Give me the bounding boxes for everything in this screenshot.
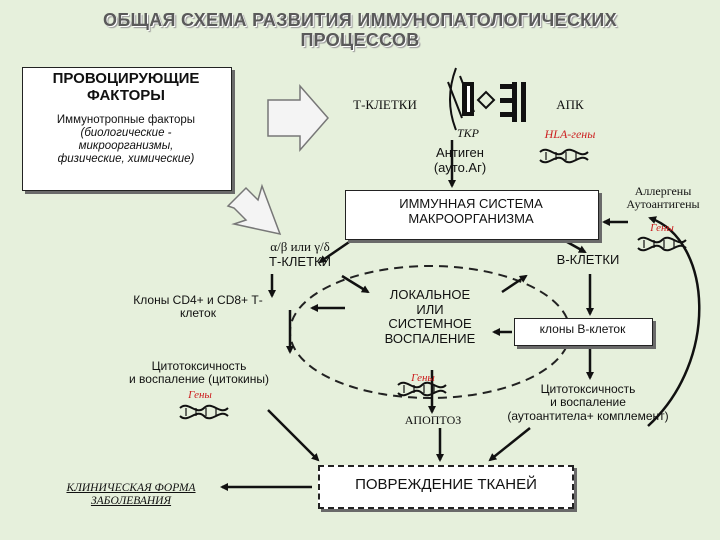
tcr-label: ТКР — [457, 126, 479, 140]
ab-t-cells-label: α/β или γ/δ Т-КЛЕТКИ — [269, 239, 331, 269]
cyto-left-label: Цитотоксичность и воспаление (цитокины) — [129, 359, 269, 387]
tissue-damage-label: ПОВРЕЖДЕНИЕ ТКАНЕЙ — [355, 476, 537, 493]
provoking-factors-box — [22, 67, 232, 191]
clinical-form-label: КЛИНИЧЕСКАЯ ФОРМА ЗАБОЛЕВАНИЯ — [66, 482, 196, 507]
immune-system-box — [345, 190, 599, 240]
t-cells-label: Т-КЛЕТКИ — [353, 97, 417, 112]
hollow-arrow-down-right — [226, 183, 282, 236]
arrow-tcells-to-inflam — [341, 274, 370, 294]
tissue-damage-box — [318, 465, 574, 509]
cyto-right-label: Цитотоксичность и воспаление (аутоантите… — [507, 382, 669, 423]
b-clones-box — [514, 318, 653, 346]
hla-genes-label: HLA-гены — [544, 127, 596, 141]
b-clones-label: клоны В-клеток — [539, 322, 626, 336]
gene-helix-hla — [539, 148, 589, 164]
cd-clones-label: Клоны CD4+ и CD8+ Т- клеток — [133, 293, 263, 321]
arrow-immune-to-tcells — [318, 236, 356, 264]
antigen-label: Антиген (ауто.Аг) — [433, 145, 487, 175]
hollow-arrow-right — [267, 84, 329, 152]
apoptosis-label: АПОПТОЗ — [404, 413, 462, 427]
gene-helix-center — [397, 381, 447, 397]
cyto-left-genes-label: Гены — [188, 389, 212, 401]
gene-helix-allergen — [637, 236, 687, 252]
arrow-immune-to-bcells — [559, 236, 587, 254]
provoking-text: Иммунотропные факторы (биологические - м… — [56, 114, 196, 165]
center-genes-label: Гены — [411, 372, 435, 384]
allergens-label: Аллергены Аутоантигены — [626, 184, 700, 212]
apc-label: АПК — [556, 97, 584, 112]
immune-system-label: ИММУННАЯ СИСТЕМА МАКРООРГАНИЗМА — [399, 196, 543, 226]
gene-helix-left — [179, 404, 229, 420]
b-cells-label: В-КЛЕТКИ — [556, 252, 620, 267]
arrow-left-cyto-to-damage — [267, 409, 320, 462]
arrow-feedback-loop — [647, 216, 701, 427]
inflammation-label: ЛОКАЛЬНОЕ ИЛИ СИСТЕМНОЕ ВОСПАЛЕНИЕ — [384, 287, 476, 346]
allergen-genes-label: Гены — [650, 222, 674, 234]
diagram-title: ОБЩАЯ СХЕМА РАЗВИТИЯ ИММУНОПАТОЛОГИЧЕСКИ… — [103, 10, 617, 51]
arrow-inflam-to-bcells — [501, 274, 528, 294]
receptor-complex — [447, 67, 526, 131]
arrow-cyto-to-damage — [488, 427, 531, 462]
provoking-heading: ПРОВОЦИРУЮЩИЕ ФАКТОРЫ — [52, 70, 200, 104]
